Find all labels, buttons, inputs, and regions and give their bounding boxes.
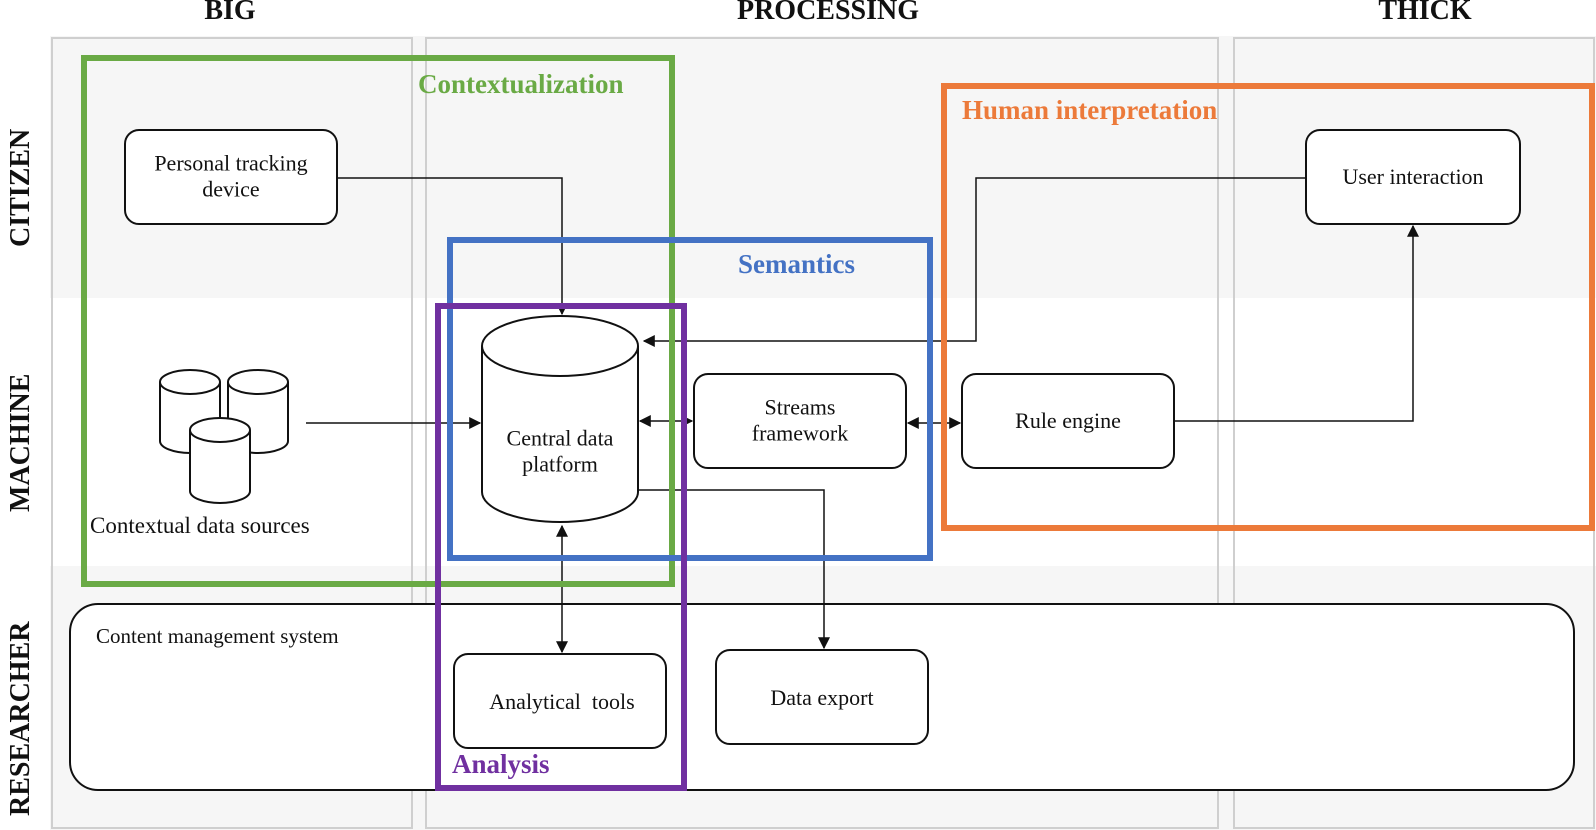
row-heading-citizen: CITIZEN [5, 128, 36, 247]
column-heading-big: BIG [204, 0, 256, 26]
column-heading-processing: PROCESSING [736, 0, 920, 26]
user-interaction-label: User interaction [1342, 163, 1484, 189]
data-export-box [715, 649, 929, 745]
central-data-platform-icon [481, 315, 639, 523]
contextualization-group-frame [81, 55, 675, 587]
rule-engine-to-user-interaction-arrow [1174, 224, 1419, 422]
human-interpretation-label: Human interpretation [962, 95, 1218, 125]
user-interaction-to-platform-arrow [642, 177, 1306, 347]
platform-to-data-export-arrow [638, 489, 830, 650]
personal-tracking-device-box [124, 129, 338, 225]
big-column-frame [51, 37, 413, 829]
rule-engine-label: Rule engine [1015, 407, 1121, 433]
central-data-platform-label: Central data platform [506, 425, 614, 477]
row-heading-machine: MACHINE [5, 373, 36, 512]
processing-column-frame [425, 37, 1219, 829]
semantics-label: Semantics [738, 249, 855, 279]
data-export-label: Data export [770, 684, 874, 710]
row-heading-researcher: RESEARCHER [5, 621, 36, 816]
contextual-data-sources-label: Contextual data sources [90, 513, 310, 538]
analysis-label: Analysis [452, 749, 550, 779]
semantics-group-frame [447, 237, 933, 561]
human-interpretation-group-frame [941, 83, 1595, 531]
column-heading-thick: THICK [1378, 0, 1472, 26]
contextualization-label: Contextualization [418, 69, 624, 99]
analytical-tools-label: Analytical tools [489, 688, 635, 714]
analysis-group-frame [435, 303, 687, 791]
user-interaction-box [1305, 129, 1521, 225]
streams-framework-label: Streams framework [751, 394, 849, 446]
tracking-to-platform-arrow [337, 177, 568, 316]
analytical-tools-box [453, 653, 667, 749]
contextual-data-sources-icon [159, 369, 289, 504]
streams-framework-box [693, 373, 907, 469]
personal-tracking-device-label: Personal tracking device [154, 150, 308, 202]
content-management-system-label: Content management system [96, 624, 339, 648]
